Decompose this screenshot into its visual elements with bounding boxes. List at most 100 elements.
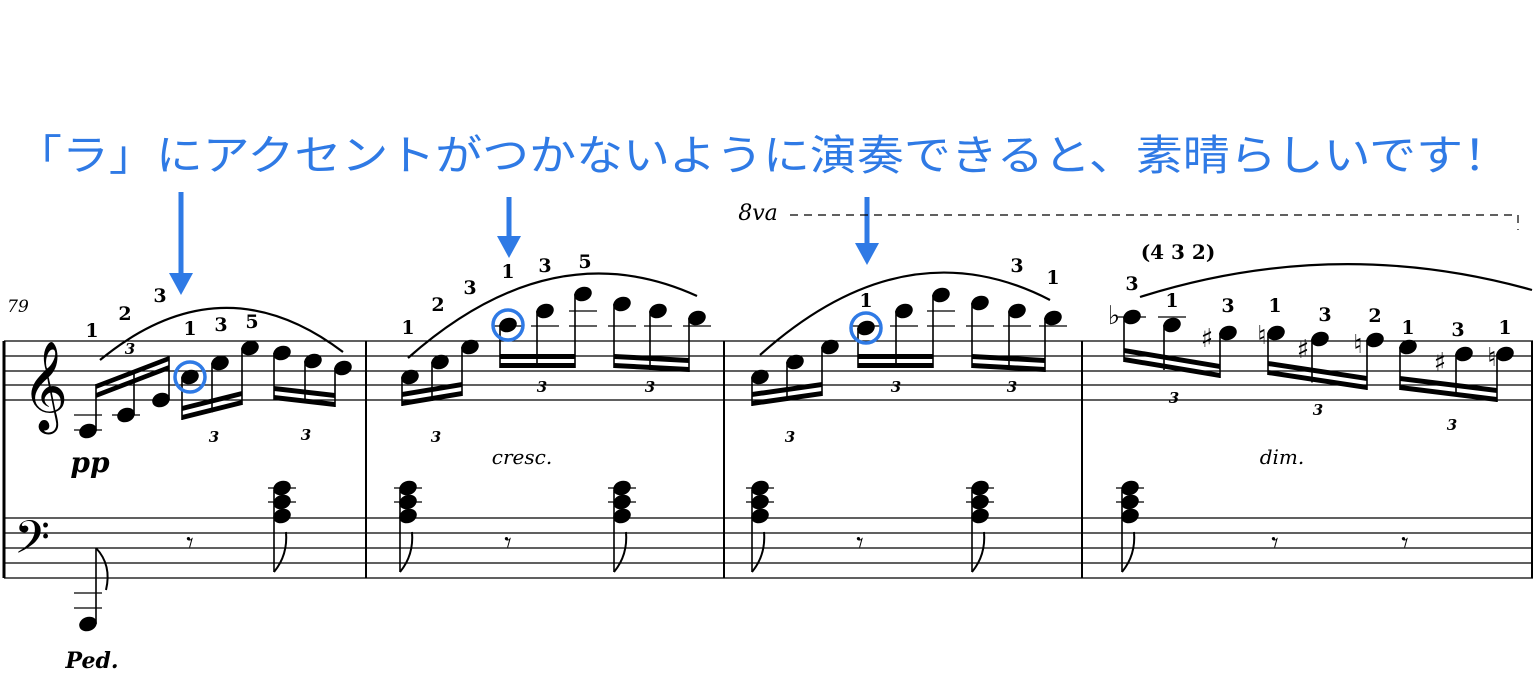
treble-clef-icon: 𝄞 — [22, 341, 68, 435]
note-head — [751, 508, 769, 524]
triplet-number: 3 — [125, 340, 135, 358]
accidental-icon: ♯ — [1434, 348, 1447, 378]
note-head — [1163, 317, 1181, 333]
ottava-mark: 8va — [738, 201, 778, 226]
fingering-number: 1 — [85, 320, 98, 342]
fingering-number: 3 — [153, 285, 166, 307]
arrows — [169, 192, 879, 295]
note-head — [1123, 309, 1141, 325]
annotation-text: 「ラ」にアクセントがつかないように演奏できると、素晴らしいです！ — [15, 131, 1510, 180]
note-head — [1311, 331, 1329, 347]
triplet-number: 3 — [645, 378, 655, 396]
note-head — [971, 508, 989, 524]
fingering-number: 3 — [538, 255, 551, 277]
note-head — [117, 407, 135, 423]
note-head — [1008, 303, 1026, 319]
note-head — [273, 508, 291, 524]
triplet-number: 3 — [537, 378, 547, 396]
ottava-line — [790, 214, 1519, 230]
fingering-number: 5 — [245, 311, 258, 333]
note-head — [688, 310, 706, 326]
beam — [972, 363, 1045, 372]
highlight-circle — [173, 360, 207, 394]
note-head — [181, 369, 199, 385]
triplet-number: 3 — [1313, 401, 1323, 419]
note-head — [1219, 325, 1237, 341]
beam — [972, 354, 1045, 363]
fingering-number: 3 — [463, 277, 476, 299]
fingering-number: 3 — [1318, 304, 1331, 326]
note-head — [574, 286, 592, 302]
note-head — [211, 355, 229, 371]
slur — [407, 272, 698, 359]
note-head — [273, 345, 291, 361]
arrow-down-icon — [497, 236, 521, 258]
bass-clef-icon: 𝄢 — [14, 511, 50, 576]
beam — [858, 354, 933, 359]
fingering-alternative: (4 3 2) — [1141, 240, 1216, 264]
triplet-number: 3 — [1447, 416, 1457, 434]
beam — [274, 395, 335, 407]
beam — [752, 382, 822, 397]
note-head — [821, 339, 839, 355]
beam — [614, 363, 689, 372]
beam — [1400, 376, 1497, 393]
note-head — [895, 303, 913, 319]
arrow-down-icon — [169, 273, 193, 295]
beam — [1268, 361, 1367, 381]
arrow-down-icon — [855, 243, 879, 265]
note-head — [649, 303, 667, 319]
note-head — [613, 508, 631, 524]
note-head — [334, 360, 352, 376]
note-head — [79, 423, 97, 439]
beam — [402, 382, 462, 397]
note-head — [613, 296, 631, 312]
beam — [500, 363, 575, 368]
eighth-rest-icon: 𝄾 — [186, 526, 193, 559]
note-head — [241, 340, 259, 356]
note-head — [431, 354, 449, 370]
triplet-number: 3 — [431, 428, 441, 446]
note-head — [1366, 332, 1384, 348]
triplet-number: 3 — [785, 428, 795, 446]
note-head — [857, 320, 875, 336]
eighth-rest-icon: 𝄾 — [856, 526, 863, 559]
note-head — [399, 508, 417, 524]
fingering-number: 3 — [1451, 319, 1464, 341]
beam — [858, 363, 933, 368]
slur — [99, 306, 344, 361]
note-head — [499, 317, 517, 333]
pedal-mark: Ped. — [65, 648, 119, 674]
grand-staff: 𝄞𝄢 — [2, 340, 1533, 579]
note-head — [536, 303, 554, 319]
note-head — [1121, 508, 1139, 524]
eighth-rest-icon: 𝄾 — [1271, 526, 1278, 559]
fingering-number: 3 — [1221, 295, 1234, 317]
measure-number: 79 — [7, 297, 29, 317]
fingering-number: 2 — [1368, 305, 1381, 327]
beam — [1124, 348, 1220, 369]
accidental-icon: ♭ — [1108, 301, 1120, 331]
triplet-number: 3 — [1007, 378, 1017, 396]
fingering-number: 3 — [1010, 255, 1023, 277]
accidental-icon: ♯ — [1297, 335, 1310, 365]
beam — [614, 354, 689, 363]
fingering-number: 1 — [183, 318, 196, 340]
flag — [751, 531, 766, 573]
note-head — [1044, 310, 1062, 326]
slur — [1139, 263, 1533, 299]
fingering-number: 1 — [401, 317, 414, 339]
beam — [96, 365, 169, 398]
fingering-number: 1 — [1046, 267, 1059, 289]
note-head — [1267, 325, 1285, 341]
slur — [759, 271, 1051, 356]
flag — [613, 531, 628, 573]
eighth-rest-icon: 𝄾 — [504, 526, 511, 559]
fingering-number: 2 — [118, 303, 131, 325]
beam — [182, 391, 242, 411]
fingering-number: 1 — [1165, 290, 1178, 312]
flag — [95, 547, 109, 591]
beam — [182, 400, 242, 420]
notation: ♭♯♮♯♮♯♮𝄾𝄾𝄾𝄾𝄾 — [74, 214, 1533, 632]
